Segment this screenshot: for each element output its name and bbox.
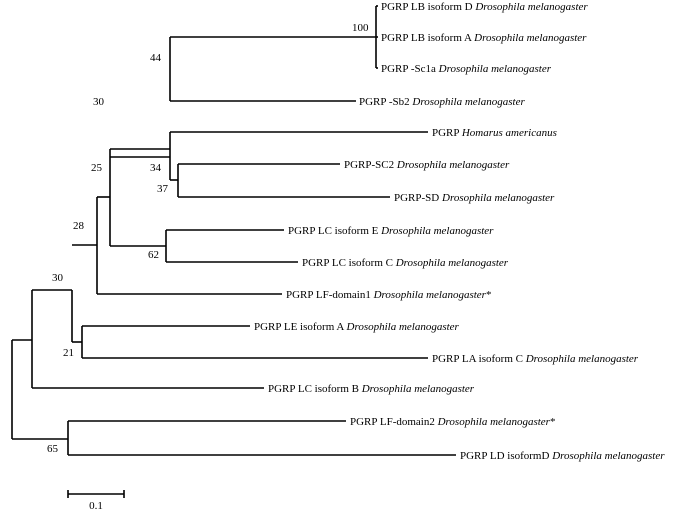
taxon-label: PGRP LB isoform A Drosophila melanogaste…: [381, 32, 587, 44]
bootstrap-label: 25: [91, 162, 103, 174]
taxon-label: PGRP -Sb2 Drosophila melanogaster: [359, 96, 525, 108]
bootstrap-label: 62: [148, 249, 159, 261]
taxon-label: PGRP-SC2 Drosophila melanogaster: [344, 159, 510, 171]
taxon-label: PGRP LA isoform C Drosophila melanogaste…: [432, 353, 639, 365]
taxon-label: PGRP LF-domain1 Drosophila melanogaster*: [286, 289, 491, 301]
bootstrap-label: 30: [93, 96, 105, 108]
taxon-label: PGRP LC isoform E Drosophila melanogaste…: [288, 225, 494, 237]
bootstrap-label: 28: [73, 220, 85, 232]
bootstrap-label: 100: [352, 22, 369, 34]
bootstrap-values: 100 44 30 34 37 25 62 28 30 21 65: [47, 22, 369, 455]
taxon-label: PGRP-SD Drosophila melanogaster: [394, 192, 555, 204]
bootstrap-label: 65: [47, 443, 59, 455]
taxon-label: PGRP LB isoform D Drosophila melanogaste…: [381, 1, 588, 13]
tree-connectors: [11, 6, 377, 455]
tree-branches: [12, 5, 456, 456]
scale-bar-label: 0.1: [89, 500, 103, 510]
bootstrap-label: 44: [150, 52, 162, 64]
bootstrap-label: 37: [157, 183, 169, 195]
bootstrap-label: 30: [52, 272, 64, 284]
taxon-label: PGRP LF-domain2 Drosophila melanogaster*: [350, 416, 555, 428]
taxon-label: PGRP Homarus americanus: [432, 127, 557, 139]
bootstrap-label: 34: [150, 162, 162, 174]
taxon-label: PGRP LC isoform B Drosophila melanogaste…: [268, 383, 475, 395]
bootstrap-label: 21: [63, 347, 74, 359]
taxon-label: PGRP -Sc1a Drosophila melanogaster: [381, 63, 552, 75]
scale-bar: 0.1: [67, 490, 125, 510]
taxon-label: PGRP LD isoformD Drosophila melanogaster: [460, 450, 665, 462]
taxon-label: PGRP LE isoform A Drosophila melanogaste…: [254, 321, 460, 333]
taxon-labels: PGRP LB isoform D Drosophila melanogaste…: [254, 1, 665, 462]
taxon-label: PGRP LC isoform C Drosophila melanogaste…: [302, 257, 509, 269]
